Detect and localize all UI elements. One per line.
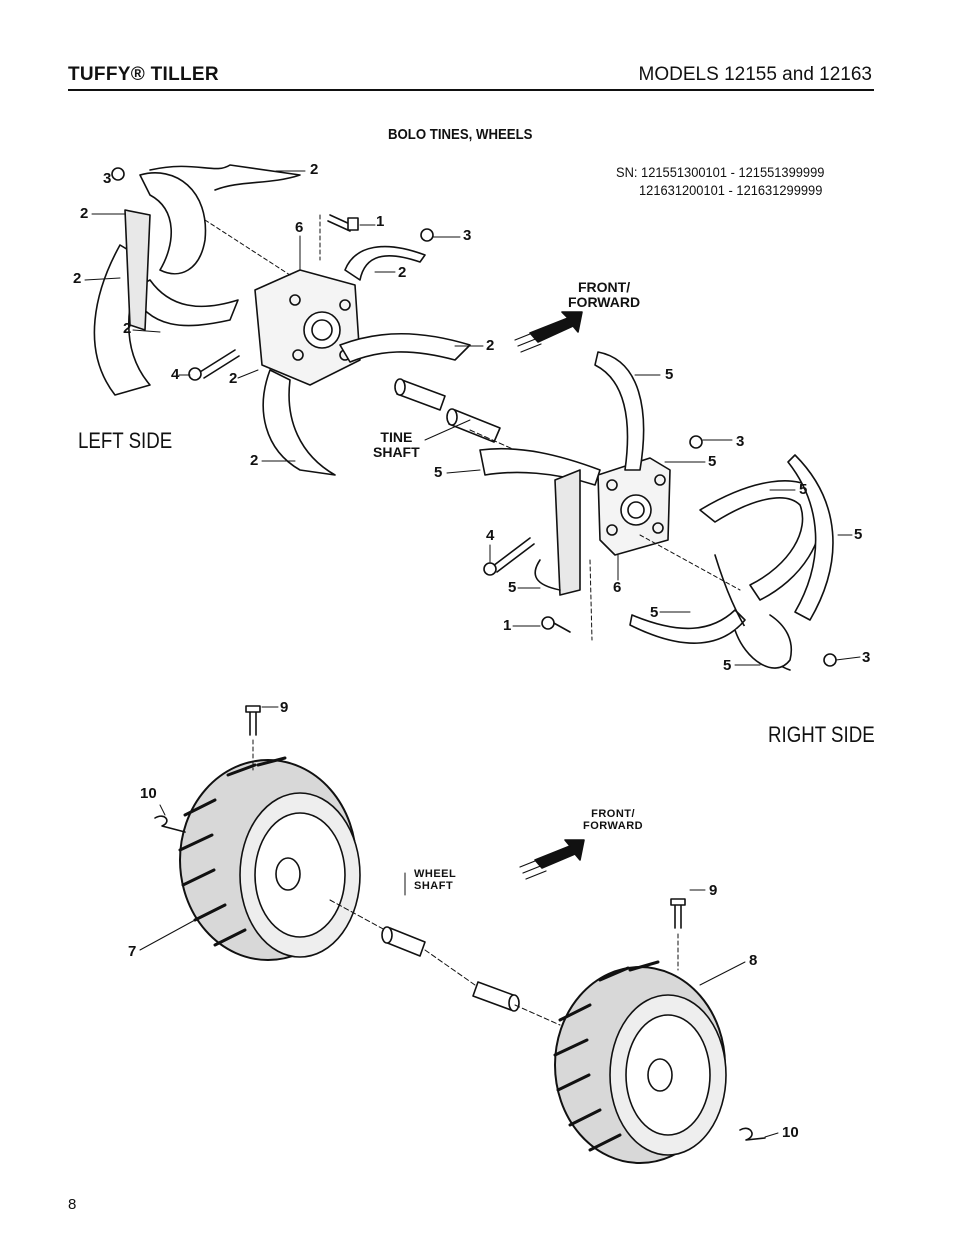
callout: 4 xyxy=(486,527,495,544)
right-side-label: RIGHT SIDE xyxy=(768,722,875,747)
serial-line-2: 121631200101 - 121631299999 xyxy=(639,182,823,198)
callout: 5 xyxy=(799,481,808,498)
callout: 10 xyxy=(140,785,157,802)
wheel-shaft xyxy=(329,899,561,1026)
front-arrow-top xyxy=(514,311,583,353)
header-rule xyxy=(68,89,874,91)
callout: 5 xyxy=(665,366,674,383)
callout: 7 xyxy=(128,943,137,960)
callout: 2 xyxy=(229,370,238,387)
callout: 2 xyxy=(486,337,495,354)
callout: 1 xyxy=(376,213,385,230)
callout: 2 xyxy=(73,270,82,287)
serial-line-1: SN: 121551300101 - 121551399999 xyxy=(616,164,825,180)
callout: 3 xyxy=(103,170,112,187)
left-side-label: LEFT SIDE xyxy=(78,428,173,453)
callout: 2 xyxy=(80,205,89,222)
front-label-bottom-line1: FRONT/ xyxy=(591,808,636,820)
front-arrow-bottom xyxy=(519,839,585,880)
callout: 6 xyxy=(295,219,304,236)
front-label-bottom: FRONT/ FORWARD xyxy=(583,808,643,832)
tine-shaft xyxy=(394,378,561,471)
right-wheel xyxy=(553,898,766,1164)
header-title: TUFFY® TILLER xyxy=(68,64,219,85)
page-number: 8 xyxy=(68,1196,77,1213)
front-label-top: FRONT/ FORWARD xyxy=(568,280,640,310)
callout: 3 xyxy=(463,227,472,244)
callout: 5 xyxy=(650,604,659,621)
callout: 10 xyxy=(782,1124,799,1141)
callout: 4 xyxy=(171,366,180,383)
callout: 5 xyxy=(854,526,863,543)
callout: 3 xyxy=(736,433,745,450)
callout: 5 xyxy=(508,579,517,596)
callout: 3 xyxy=(862,649,871,666)
callout: 2 xyxy=(398,264,407,281)
callout: 5 xyxy=(708,453,717,470)
right-tine-assembly xyxy=(479,351,837,671)
tine-shaft-label: TINE SHAFT xyxy=(373,430,420,460)
section-title: BOLO TINES, WHEELS xyxy=(388,126,533,143)
callout: 2 xyxy=(123,320,132,337)
leader-lines xyxy=(84,170,861,1138)
front-label-top-line1: FRONT/ xyxy=(577,279,631,295)
tine-shaft-label-line2: SHAFT xyxy=(373,444,420,460)
callout: 9 xyxy=(709,882,718,899)
header-models: MODELS 12155 and 12163 xyxy=(638,64,872,85)
wheel-shaft-label: WHEEL SHAFT xyxy=(414,868,456,892)
wheel-shaft-label-line1: WHEEL xyxy=(414,868,457,880)
left-tine-assembly xyxy=(93,164,471,476)
tine-shaft-label-line1: TINE xyxy=(380,429,413,445)
forward-label-top: FORWARD xyxy=(568,294,641,310)
callout: 5 xyxy=(723,657,732,674)
callout: 2 xyxy=(310,161,319,178)
callout: 5 xyxy=(434,464,443,481)
forward-label-bottom: FORWARD xyxy=(583,820,644,832)
callout: 1 xyxy=(503,617,512,634)
serial-numbers: SN: 121551300101 - 121551399999 12163120… xyxy=(616,163,824,199)
callout: 8 xyxy=(749,952,758,969)
left-wheel xyxy=(154,705,361,961)
callout: 6 xyxy=(613,579,622,596)
wheel-shaft-label-line2: SHAFT xyxy=(414,880,454,892)
callout: 2 xyxy=(250,452,259,469)
callout: 9 xyxy=(280,699,289,716)
